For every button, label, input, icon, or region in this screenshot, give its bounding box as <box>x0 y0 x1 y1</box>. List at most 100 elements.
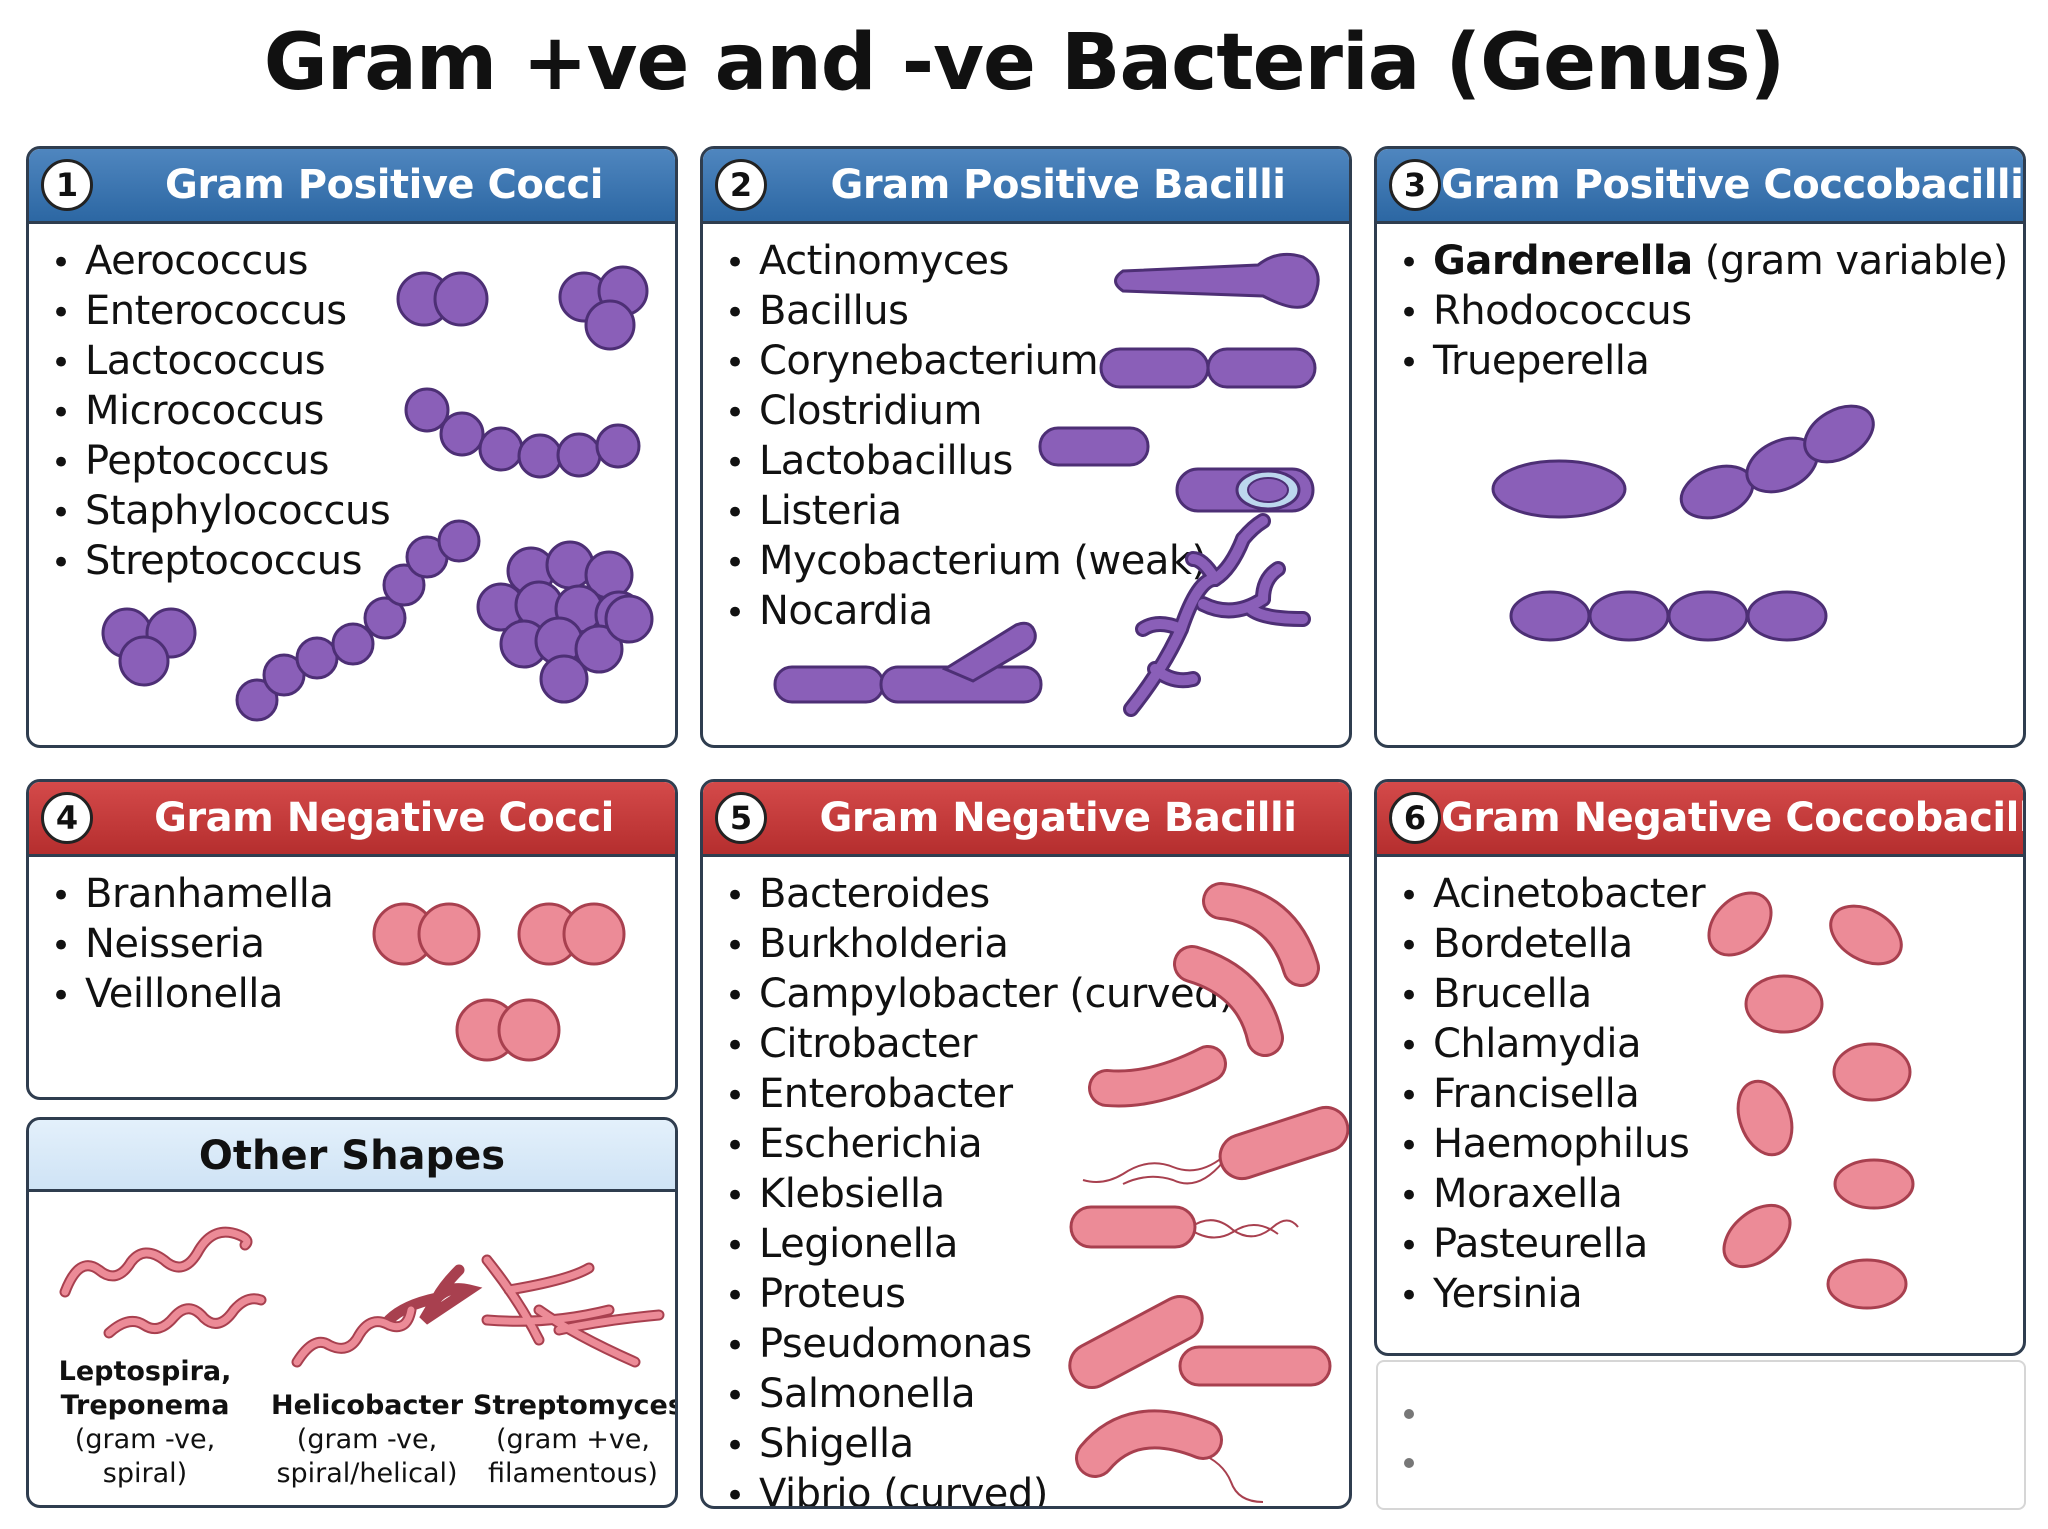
list-item: Chlamydia <box>1399 1020 1705 1070</box>
list-item: Clostridium <box>725 387 1207 437</box>
list-item: Micrococcus <box>51 387 390 437</box>
panel-number: 2 <box>715 159 767 211</box>
panel-title: Gram Negative Coccobacilli <box>1441 795 2026 841</box>
shape-note: (gram -ve, <box>74 1424 216 1455</box>
list-item: Proteus <box>725 1270 1234 1320</box>
genus-list: Bacteroides Burkholderia Campylobacter (… <box>725 870 1235 1506</box>
list-item: Shigella <box>725 1420 1234 1470</box>
list-item: Bacillus <box>725 287 1207 337</box>
panel-header: 3 Gram Positive Coccobacilli <box>1377 149 2023 224</box>
list-item: Trueperella <box>1399 337 2008 387</box>
list-item: Bordetella <box>1399 920 1705 970</box>
list-item: Bacteroides <box>725 870 1234 920</box>
panel-gram-positive-bacilli: 2 Gram Positive Bacilli Actinomyces Baci… <box>700 146 1352 748</box>
panel-title: Other Shapes <box>29 1120 675 1192</box>
list-item: Nocardia <box>725 587 1207 637</box>
bullet-dot <box>1404 1409 1414 1419</box>
list-item: Pasteurella <box>1399 1220 1705 1270</box>
genus-list: Gardnerella (gram variable) Rhodococcus … <box>1399 237 2008 387</box>
list-item: Escherichia <box>725 1120 1234 1170</box>
list-item: Enterococcus <box>51 287 390 337</box>
genus-list: Aerococcus Enterococcus Lactococcus Micr… <box>51 237 391 587</box>
list-item: Listeria <box>725 487 1207 537</box>
list-item: Haemophilus <box>1399 1120 1705 1170</box>
bacilli-illustration <box>773 252 1320 717</box>
panel-header: 1 Gram Positive Cocci <box>29 149 675 224</box>
list-item: Peptococcus <box>51 437 390 487</box>
list-item: Gardnerella (gram variable) <box>1399 237 2008 287</box>
shape-name: Leptospira, <box>58 1356 232 1387</box>
diplococci-illustration <box>372 902 626 1062</box>
coccobacilli-illustration <box>1491 404 1875 642</box>
list-item: Staphylococcus <box>51 487 391 537</box>
list-item: Corynebacterium <box>725 337 1207 387</box>
shape-caption-helicobacter: Helicobacter (gram -ve, spiral/helical) <box>267 1389 467 1491</box>
page-title: Gram +ve and -ve Bacteria (Genus) <box>263 18 1785 108</box>
panel-header: 4 Gram Negative Cocci <box>29 782 675 857</box>
list-item: Burkholderia <box>725 920 1234 970</box>
coccobacilli-illustration <box>1707 891 1915 1310</box>
list-item: Branhamella <box>51 870 334 920</box>
genus-list: Acinetobacter Bordetella Brucella Chlamy… <box>1399 870 1706 1320</box>
panel-gram-negative-coccobacilli: 6 Gram Negative Coccobacilli Acinetobact… <box>1374 779 2026 1356</box>
panel-title: Gram Positive Cocci <box>165 162 603 208</box>
list-item: Lactococcus <box>51 337 390 387</box>
panel-title: Gram Negative Bacilli <box>819 795 1297 841</box>
panel-number: 6 <box>1389 792 1441 844</box>
panel-gram-negative-bacilli: 5 Gram Negative Bacilli Bacteroides Burk… <box>700 779 1352 1509</box>
panel-title: Gram Positive Coccobacilli <box>1441 162 2024 208</box>
shape-note: spiral) <box>102 1458 188 1489</box>
list-item: Citrobacter <box>725 1020 1234 1070</box>
panel-gram-negative-cocci: 4 Gram Negative Cocci Branhamella Neisse… <box>26 779 678 1100</box>
shape-caption-leptospira: Leptospira, Treponema (gram -ve, spiral) <box>35 1355 255 1491</box>
list-item: Enterobacter <box>725 1070 1234 1120</box>
list-item: Moraxella <box>1399 1170 1705 1220</box>
shape-note: spiral/helical) <box>276 1458 458 1489</box>
shape-note: filamentous) <box>488 1458 658 1489</box>
bold-genus: Gardnerella <box>1433 238 1693 284</box>
shape-caption-streptomyces: Streptomyces (gram +ve, filamentous) <box>473 1389 678 1491</box>
cocci-illustration <box>101 265 654 722</box>
gram-negative-bacilli-illustration <box>1068 882 1349 1503</box>
list-item: Neisseria <box>51 920 333 970</box>
panel-header: 6 Gram Negative Coccobacilli <box>1377 782 2023 857</box>
panel-gram-positive-cocci: 1 Gram Positive Cocci Aerococcus Enteroc… <box>26 146 678 748</box>
list-item: Mycobacterium (weak) <box>725 537 1207 587</box>
panel-header: 5 Gram Negative Bacilli <box>703 782 1349 857</box>
panel-header: 2 Gram Positive Bacilli <box>703 149 1349 224</box>
list-item: Veillonella <box>51 970 333 1020</box>
shape-name: Treponema <box>60 1390 230 1421</box>
panel-number: 1 <box>41 159 93 211</box>
panel-title: Gram Positive Bacilli <box>830 162 1286 208</box>
bullet-dot <box>1404 1458 1414 1468</box>
panel-number: 3 <box>1389 159 1441 211</box>
genus-list: Branhamella Neisseria Veillonella <box>51 870 334 1020</box>
panel-title: Gram Negative Cocci <box>154 795 614 841</box>
list-item: Klebsiella <box>725 1170 1234 1220</box>
other-shapes-illustration <box>59 1226 665 1368</box>
panel-number: 4 <box>41 792 93 844</box>
list-item: Pseudomonas <box>725 1320 1234 1370</box>
shape-name: Streptomyces <box>473 1390 678 1421</box>
list-item: Vibrio (curved) <box>725 1470 1234 1506</box>
list-item: Legionella <box>725 1220 1234 1270</box>
panel-gram-positive-coccobacilli: 3 Gram Positive Coccobacilli Gardnerella… <box>1374 146 2026 748</box>
panel-number: 5 <box>715 792 767 844</box>
blank-panel <box>1376 1360 2026 1510</box>
list-item: Salmonella <box>725 1370 1234 1420</box>
list-item: Campylobacter (curved) <box>725 970 1235 1020</box>
list-item: Acinetobacter <box>1399 870 1706 920</box>
list-item: Aerococcus <box>51 237 390 287</box>
list-item: Streptococcus <box>51 537 390 587</box>
list-item: Yersinia <box>1399 1270 1705 1320</box>
shape-note: (gram -ve, <box>296 1424 438 1455</box>
list-item: Actinomyces <box>725 237 1207 287</box>
list-item: Brucella <box>1399 970 1705 1020</box>
list-item: Rhodococcus <box>1399 287 2008 337</box>
shape-name: Helicobacter <box>270 1390 464 1421</box>
list-item: Francisella <box>1399 1070 1705 1120</box>
panel-other-shapes: Other Shapes Leptospira, Treponema (gram… <box>26 1117 678 1508</box>
genus-list: Actinomyces Bacillus Corynebacterium Clo… <box>725 237 1207 637</box>
shape-note: (gram +ve, <box>496 1424 650 1455</box>
list-item: Lactobacillus <box>725 437 1207 487</box>
